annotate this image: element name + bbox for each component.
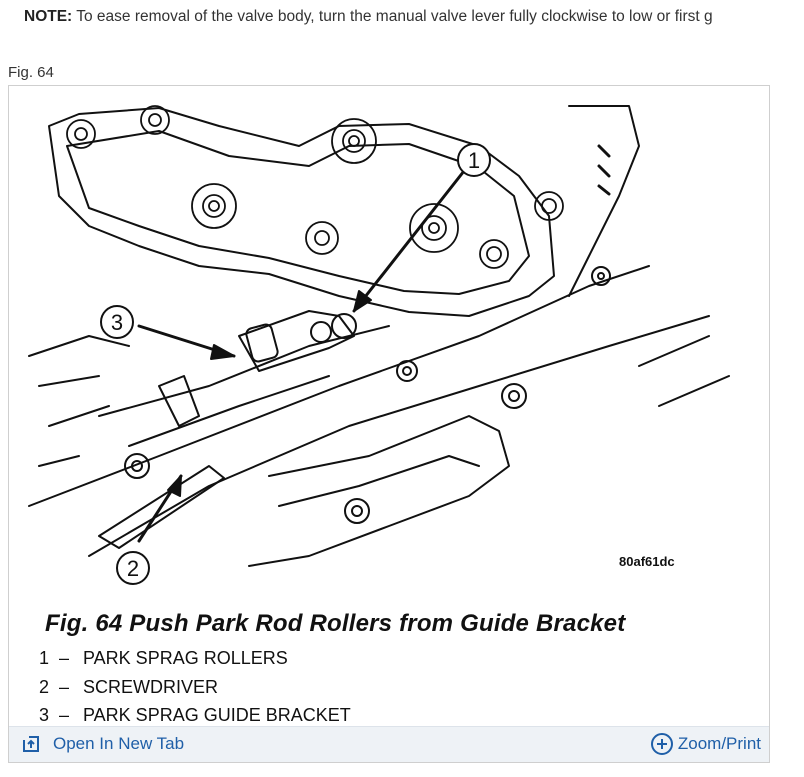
zoom-print-link[interactable]: Zoom/Print bbox=[650, 732, 761, 756]
legend-number: 3 bbox=[39, 705, 50, 725]
figure-legend: 1–PARK SPRAG ROLLERS 2–SCREWDRIVER 3–PAR… bbox=[39, 648, 351, 734]
note-paragraph: NOTE: To ease removal of the valve body,… bbox=[24, 8, 713, 26]
legend-number: 1 bbox=[39, 648, 50, 668]
open-new-tab-icon bbox=[23, 736, 39, 752]
legend-number: 2 bbox=[39, 676, 50, 697]
note-text: To ease removal of the valve body, turn … bbox=[72, 8, 713, 25]
open-in-new-tab-link[interactable]: Open In New Tab bbox=[21, 734, 184, 754]
figure-frame: 1 3 2 80af61dc Fig. 64 Push Park Rod Rol… bbox=[8, 85, 770, 763]
figure-label: Fig. 64 bbox=[8, 64, 54, 81]
legend-dash: – bbox=[59, 705, 70, 725]
open-in-new-tab-label: Open In New Tab bbox=[53, 734, 185, 753]
legend-text: PARK SPRAG GUIDE BRACKET bbox=[83, 705, 351, 725]
legend-text: PARK SPRAG ROLLERS bbox=[83, 648, 288, 668]
figure-toolbar: Open In New Tab Zoom/Print bbox=[9, 726, 769, 762]
zoom-plus-icon bbox=[650, 733, 673, 755]
legend-text: SCREWDRIVER bbox=[83, 676, 219, 697]
transmission-illustration: 1 3 2 bbox=[28, 105, 730, 585]
legend-dash: – bbox=[59, 648, 70, 668]
legend-item: 2–SCREWDRIVER bbox=[39, 677, 351, 706]
zoom-print-label: Zoom/Print bbox=[677, 734, 761, 753]
legend-item: 1–PARK SPRAG ROLLERS bbox=[39, 648, 351, 677]
callout-2: 2 bbox=[127, 556, 139, 581]
legend-item: 3–PARK SPRAG GUIDE BRACKET bbox=[39, 705, 351, 734]
figure-reference-code: 80af61dc bbox=[619, 554, 675, 569]
callout-3: 3 bbox=[111, 310, 123, 335]
note-label: NOTE: bbox=[24, 8, 73, 25]
figure-caption: Fig. 64 Push Park Rod Rollers from Guide… bbox=[45, 610, 626, 637]
legend-dash: – bbox=[59, 676, 70, 697]
callout-1: 1 bbox=[468, 148, 480, 173]
